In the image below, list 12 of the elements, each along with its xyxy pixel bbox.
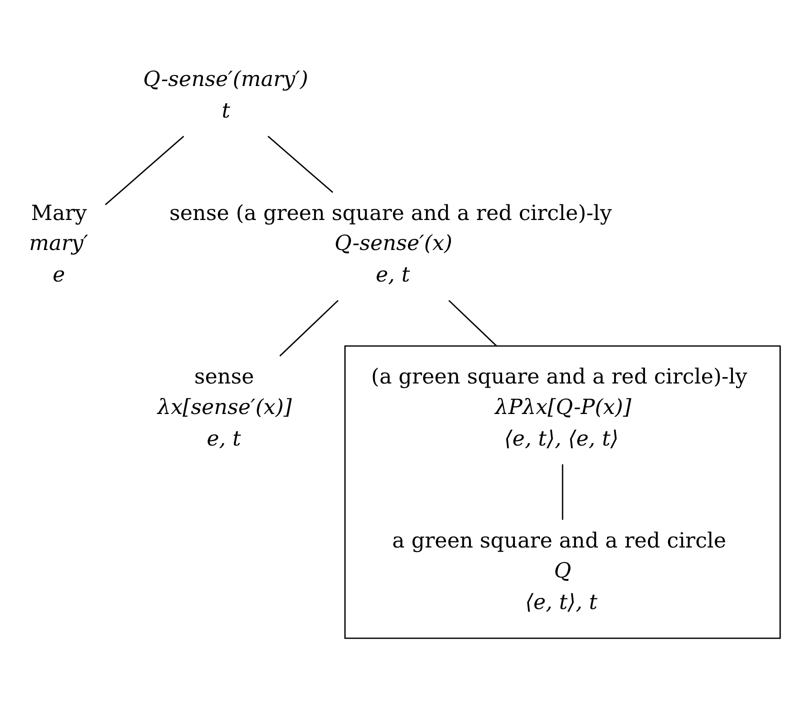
connector: [268, 135, 334, 192]
connector: [104, 135, 184, 205]
node-text: (a green square and a red circle)-ly λPλx[Q-P(x)] ⟨e, t⟩, ⟨e, t⟩: [371, 364, 748, 450]
cluster: [344, 344, 781, 638]
connector: [279, 299, 339, 356]
node-text: a green square and a red circle Q ⟨e, t⟩, t: [392, 528, 726, 614]
node-text: Mary mary′ e: [29, 200, 88, 286]
node-text: Q-sense′(mary′) t: [143, 66, 308, 122]
node-text: sense λx[sense′(x)] e, t: [158, 364, 292, 450]
connector: [562, 464, 564, 520]
connector: [448, 299, 498, 346]
node-text: sense (a green square and a red circle)-ly Q-sense′(x) e, t: [169, 200, 612, 286]
